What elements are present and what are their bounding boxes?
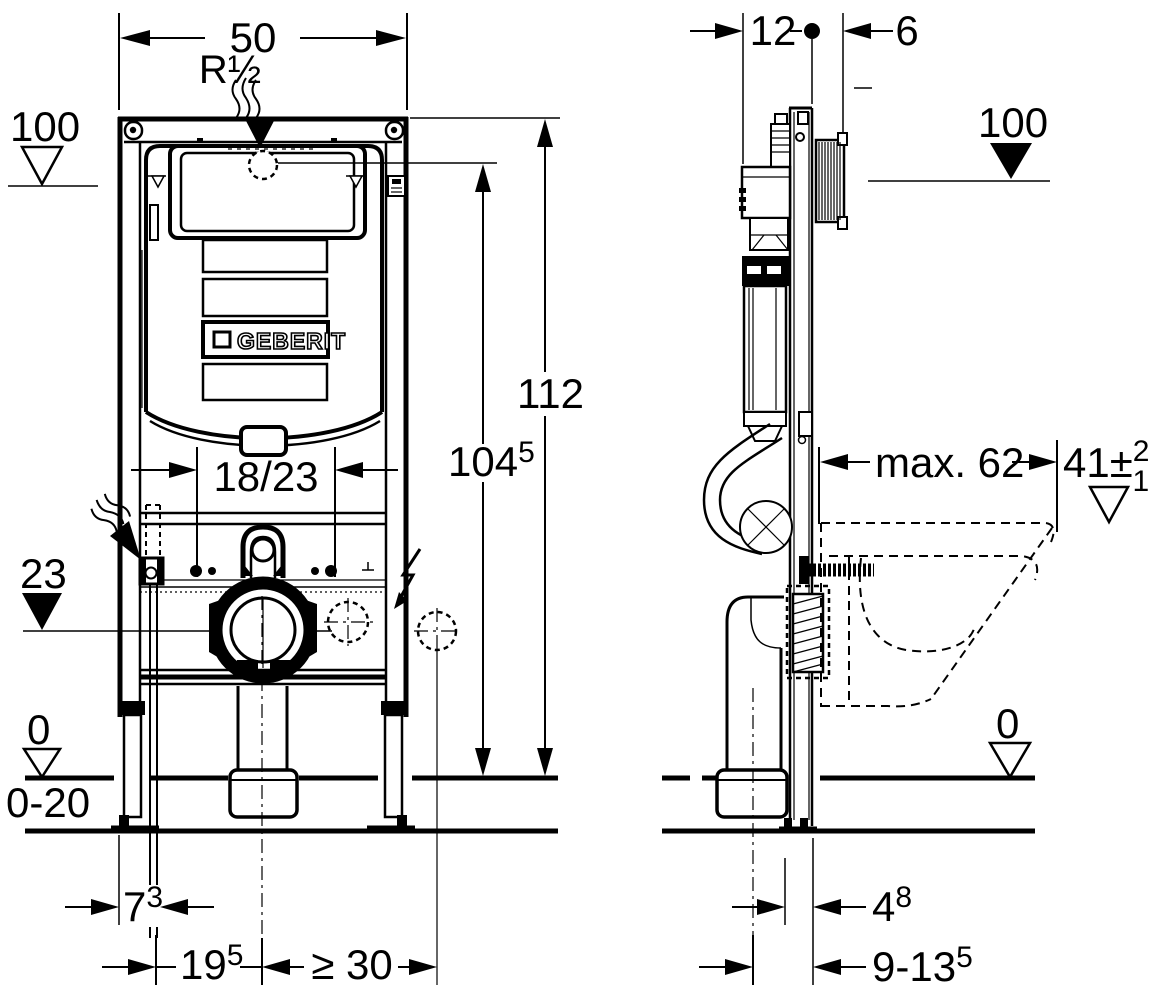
- outlet-bend: [209, 576, 317, 684]
- flush-pipe-fitting: [240, 524, 286, 578]
- flush-plate-housing: [814, 132, 848, 230]
- drain-socket-side: [715, 768, 789, 819]
- floor-lines-side: [662, 775, 1035, 834]
- dim-max-62: max. 62: [818, 439, 1058, 532]
- leg-lock-left: [119, 701, 145, 715]
- leg-lock-right: [381, 701, 407, 715]
- frame-rail-profile: [779, 106, 817, 832]
- level-triangle-icon: [1087, 485, 1131, 525]
- cistern: GEBERIT: [141, 144, 406, 457]
- frame-legs: [111, 713, 415, 831]
- geberit-logo-square-icon: [212, 330, 232, 349]
- level-0-left-label: 0: [27, 706, 50, 753]
- dim-protrusion-6: 6: [842, 7, 919, 136]
- drain-socket: [228, 768, 299, 819]
- side-water-supply: [90, 493, 165, 938]
- geberit-logo-text: GEBERIT: [237, 328, 346, 354]
- water-level-mark-right: [346, 175, 364, 189]
- water-supply-squiggle-icon: [90, 493, 132, 532]
- level-marker-100-right: 100: [854, 87, 1050, 182]
- dim-offset-7-3-label: 73: [123, 881, 163, 930]
- cistern-slot-2: [201, 277, 329, 318]
- leg-left: [122, 713, 143, 819]
- dim-protrusion-6-label: 6: [895, 7, 918, 54]
- dim-frame-width: 50: [118, 13, 408, 110]
- dim-offset-7-3: 73: [65, 835, 214, 930]
- front-view: 50 R½ 100: [6, 13, 584, 988]
- dim-floor-buildup-label: 0-20: [6, 779, 90, 826]
- dim-depth-12-label: 12: [750, 7, 797, 54]
- level-triangle-icon: [990, 143, 1032, 179]
- electrical-outlet-marker-outer: [414, 608, 460, 985]
- dim-min-30-label: ≥ 30: [311, 941, 392, 988]
- flush-pipe-s-bend: [702, 422, 793, 556]
- dim-height-112-label: 112: [517, 370, 584, 417]
- dim-height-112: 112: [410, 117, 584, 776]
- sound-insulation-block: [785, 584, 831, 680]
- side-view: 12 6 100: [662, 7, 1149, 990]
- level-marker-0-left: 0: [21, 706, 63, 780]
- dim-height-104-5: 1045: [278, 162, 535, 776]
- rail-bracket: [797, 411, 813, 445]
- level-marker-100-left: 100: [8, 103, 98, 187]
- dim-offset-4-8-label: 48: [872, 881, 912, 930]
- supply-arrow: [244, 117, 276, 148]
- dim-dot-terminator: [804, 23, 820, 39]
- water-supply-squiggle-icon: [231, 77, 261, 119]
- dim-supply-thread-label: R½: [199, 48, 261, 92]
- supply-connection: R½: [199, 48, 279, 181]
- water-level-mark-left: [148, 175, 166, 189]
- drain-pipe: [228, 596, 299, 952]
- floor-lines-front: [25, 775, 558, 834]
- outlet-elbow: [715, 595, 789, 952]
- dim-drain-offset-label: 9-135: [872, 941, 973, 990]
- mounting-frame: [117, 116, 409, 717]
- electrical-outlet-marker-inner: [324, 598, 374, 646]
- supply-arrow: [110, 521, 141, 560]
- dim-offset-19-5-label: 195: [180, 939, 243, 988]
- threaded-rod: [799, 556, 874, 584]
- level-triangle-icon: [987, 741, 1033, 780]
- level-0-right-label: 0: [996, 700, 1019, 747]
- level-23-label: 23: [20, 550, 67, 597]
- dim-drain-offset-9-13-5: 9-135: [699, 935, 973, 990]
- flush-bend-tab: [239, 425, 288, 457]
- level-triangle-icon: [22, 593, 62, 630]
- dim-offset-19-5-and-min-30: 195 ≥ 30: [102, 935, 437, 988]
- level-100-left-label: 100: [10, 103, 80, 150]
- dim-frame-width-label: 50: [230, 14, 277, 61]
- power-connection-icon: [394, 548, 422, 609]
- level-marker-0-right: 0: [987, 700, 1033, 780]
- leg-right: [383, 713, 404, 819]
- label-tag-icon: [387, 175, 406, 197]
- cistern-profile: [739, 113, 792, 442]
- dim-max-62-label: max. 62: [875, 439, 1024, 486]
- dim-offset-4-8: 48: [732, 838, 912, 985]
- dim-height-104-5-label: 1045: [448, 436, 535, 485]
- level-triangle-icon: [21, 747, 63, 780]
- dim-depth-12: 12: [690, 7, 820, 164]
- level-triangle-icon: [19, 145, 65, 187]
- dim-rail-spacing-label: 18/23: [213, 453, 318, 500]
- geberit-logo: GEBERIT: [201, 320, 346, 359]
- level-100-right-label: 100: [978, 99, 1048, 146]
- cistern-slot-3: [201, 362, 329, 402]
- wc-bowl-outline: [820, 522, 1055, 708]
- cistern-slot-1: [201, 238, 329, 274]
